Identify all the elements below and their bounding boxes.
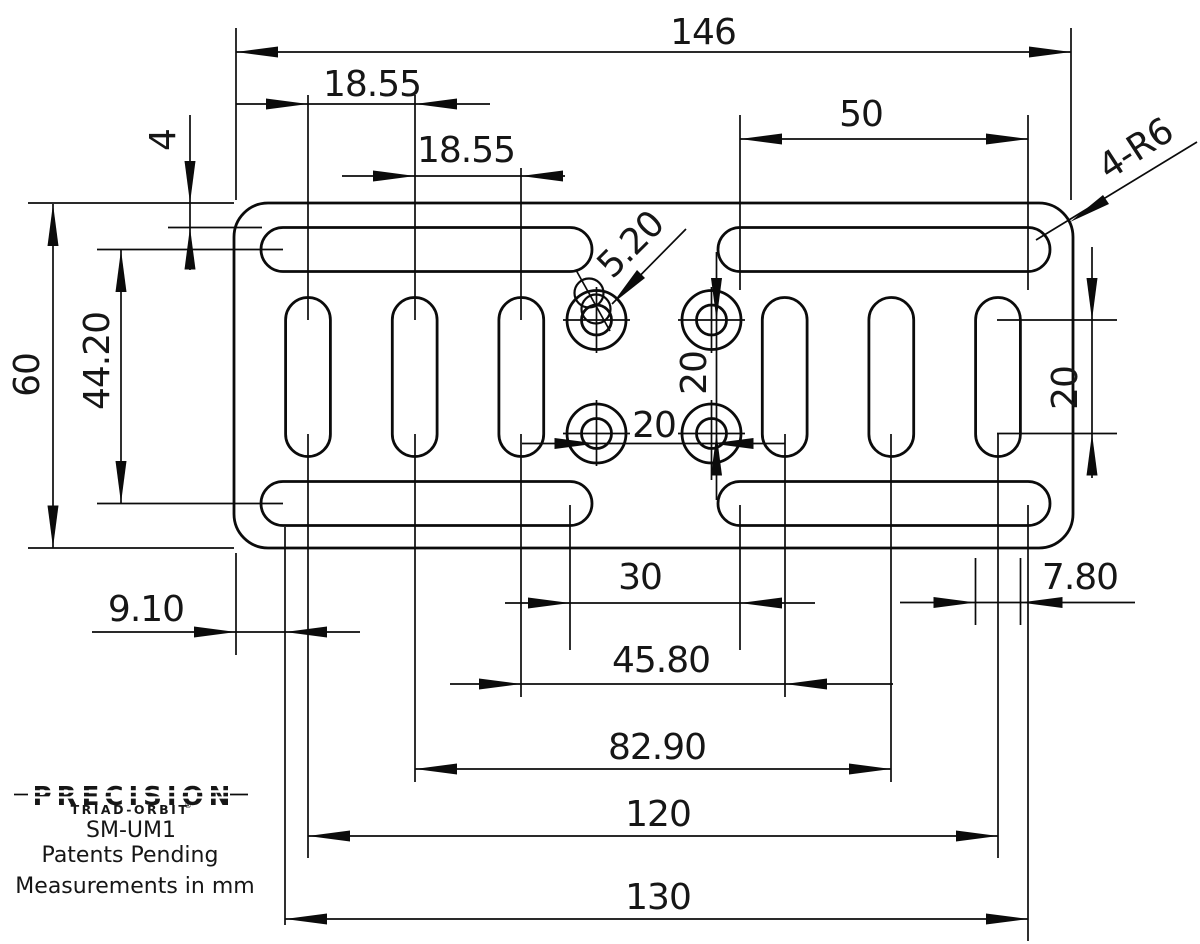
hole-bottom-left	[563, 400, 630, 466]
dim-edge-to-slot: 4	[143, 129, 184, 151]
bottom-left-slot	[259, 480, 594, 527]
extension-lines	[28, 28, 1117, 941]
arrowheads	[47, 46, 1109, 925]
registered-mark: ®	[184, 801, 192, 810]
dim-top-slot-length: 50	[839, 94, 883, 135]
dim-slot-gap: 30	[618, 557, 662, 598]
top-right-slot	[716, 226, 1052, 273]
dim-overall-height: 60	[7, 353, 48, 397]
small-hole-callout-circles	[573, 269, 612, 332]
top-left-slot	[259, 226, 594, 273]
dim-vslot-width: 7.80	[1042, 557, 1118, 598]
hole-bottom-right	[678, 400, 745, 480]
dim-inner-vslot-span: 45.80	[612, 640, 710, 681]
vertical-slot-5	[867, 296, 916, 458]
dim-slot-pitch-b: 18.55	[417, 130, 515, 171]
vertical-slot-1	[284, 296, 332, 458]
units-note: Measurements in mm	[15, 874, 254, 899]
dim-hslot-total-span: 130	[625, 877, 691, 918]
dim-edge-to-cap: 9.10	[108, 589, 184, 630]
dim-slot-pitch-a: 18.55	[323, 64, 421, 105]
dim-hole-spacing-v: 20	[674, 351, 715, 395]
vertical-slot-2	[390, 296, 439, 458]
part-geometry	[232, 201, 1075, 550]
title-block: PRECISION TRIAD-ORBIT ® SM-UM1 Patents P…	[14, 782, 255, 899]
vertical-slot-4	[760, 296, 809, 458]
dim-vslot-total-span: 120	[625, 794, 691, 835]
dim-outer-vslot-span: 82.90	[608, 727, 706, 768]
dim-hole-spacing-h: 20	[632, 405, 676, 446]
vertical-slot-3	[497, 296, 546, 458]
plate-outline	[232, 201, 1075, 550]
dim-overall-width: 146	[670, 12, 736, 53]
bottom-right-slot	[716, 480, 1052, 527]
part-number: SM-UM1	[86, 818, 176, 843]
hole-top-right	[678, 287, 745, 353]
dim-hole-dia: 5.20	[589, 203, 672, 286]
dim-slot-row-span: 44.20	[77, 312, 118, 410]
patents-note: Patents Pending	[42, 843, 219, 868]
dim-right-cap-span: 20	[1045, 366, 1086, 410]
brand-sub-text: TRIAD-ORBIT	[71, 802, 190, 817]
dim-corner-radius-callout: 4-R6	[1091, 110, 1180, 188]
